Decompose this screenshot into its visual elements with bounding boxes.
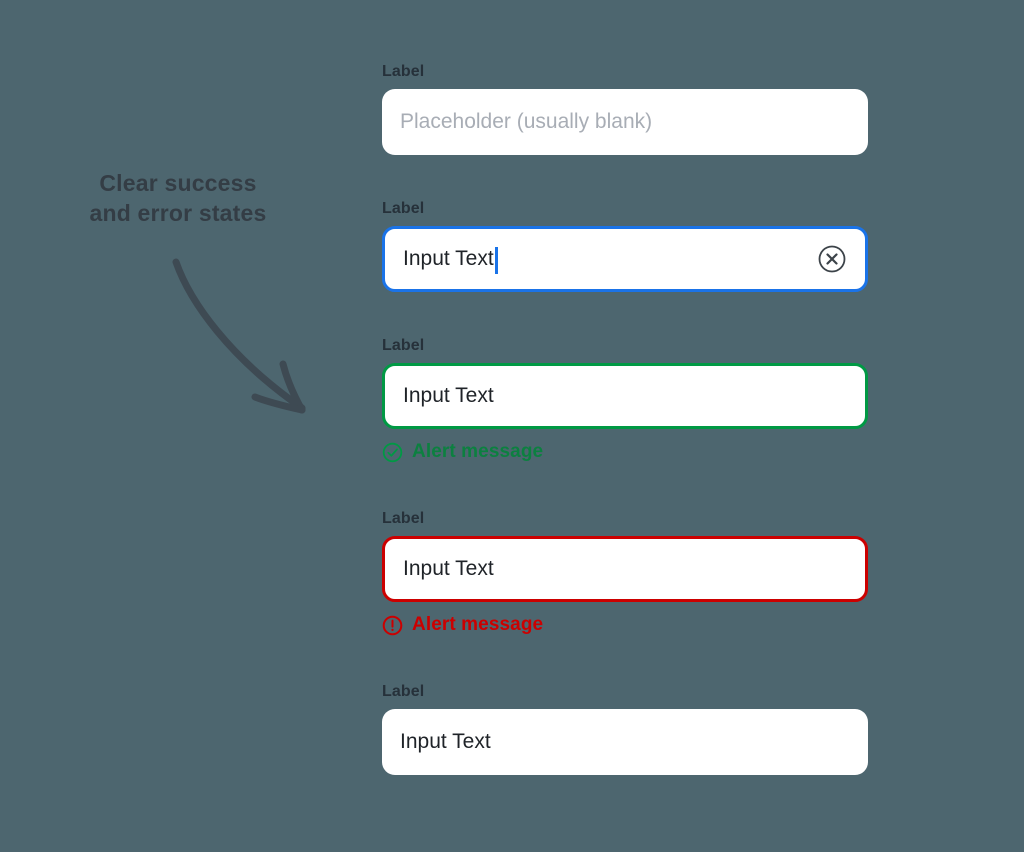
annotation-line-1: Clear success: [99, 170, 257, 196]
input-value-text: Input Text: [400, 730, 491, 753]
curved-arrow-down-right-icon: [150, 240, 340, 430]
text-input-success[interactable]: Input Text: [382, 363, 868, 429]
field-label: Label: [382, 63, 425, 80]
error-alert-text: Alert message: [412, 614, 544, 635]
input-value-text: Input Text: [403, 247, 494, 270]
circle-check-success-icon: [382, 442, 403, 463]
text-input-focused[interactable]: Input Text: [382, 226, 868, 292]
success-alert-row: Alert message: [382, 441, 868, 463]
field-filled: Label Input Text: [382, 682, 868, 775]
input-value-text: Input Text: [403, 384, 494, 407]
field-label: Label: [382, 200, 425, 217]
field-label: Label: [382, 683, 425, 700]
field-label: Label: [382, 337, 425, 354]
annotation-text: Clear success and error states: [0, 168, 356, 228]
input-placeholder-text: Placeholder (usually blank): [400, 110, 653, 133]
text-input-filled[interactable]: Input Text: [382, 709, 868, 775]
circle-exclamation-error-icon: [382, 615, 403, 636]
text-input-placeholder[interactable]: Placeholder (usually blank): [382, 89, 868, 155]
error-alert-row: Alert message: [382, 614, 868, 636]
text-caret: [494, 246, 498, 274]
input-value-text: Input Text: [403, 557, 494, 580]
success-alert-text: Alert message: [412, 441, 544, 462]
circle-x-clear-icon[interactable]: [817, 244, 847, 274]
field-label: Label: [382, 510, 425, 527]
field-error: Label Input Text Alert message: [382, 509, 868, 636]
field-focused: Label Input Text: [382, 199, 868, 292]
annotation-line-2: and error states: [89, 200, 267, 226]
field-success: Label Input Text Alert message: [382, 336, 868, 463]
text-input-error[interactable]: Input Text: [382, 536, 868, 602]
field-placeholder: Label Placeholder (usually blank): [382, 62, 868, 155]
